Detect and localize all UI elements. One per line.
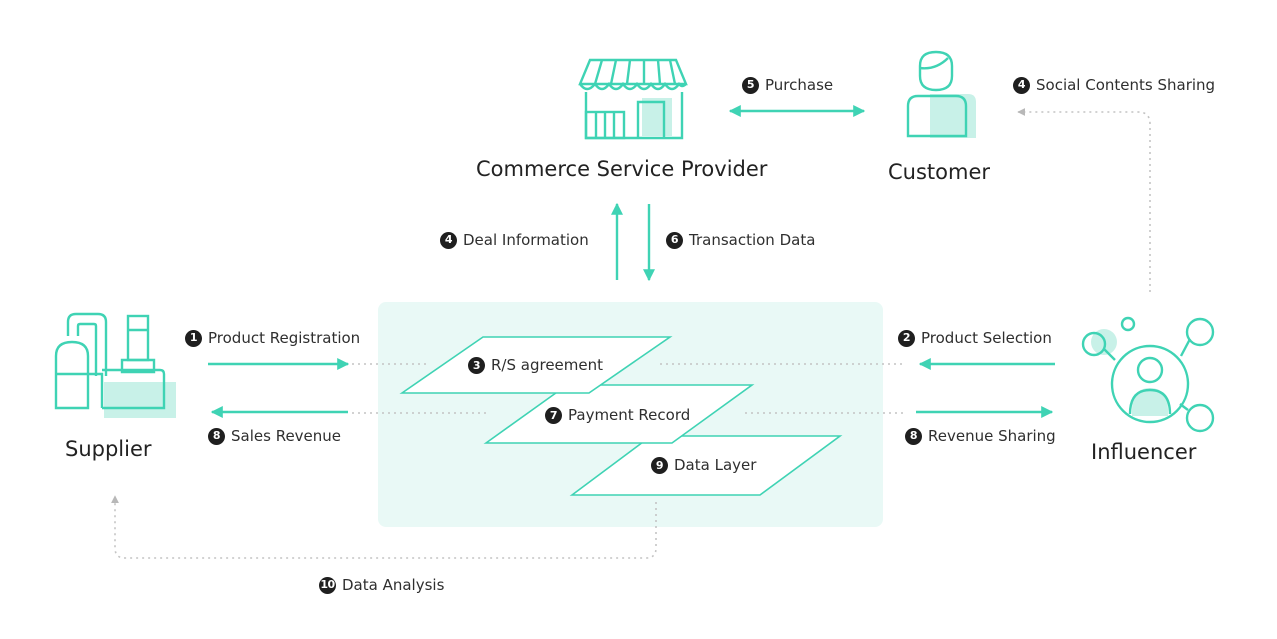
flow-label: Revenue Sharing xyxy=(928,427,1056,445)
flow-label: Product Selection xyxy=(921,329,1052,347)
rs-agreement-shape xyxy=(399,336,673,394)
step-badge: 4 xyxy=(440,231,457,249)
flow-label: Social Contents Sharing xyxy=(1036,76,1216,94)
step-badge: 2 xyxy=(898,329,915,347)
layer-label: R/S agreement xyxy=(491,356,604,374)
actor-influencer: Influencer xyxy=(1091,440,1197,464)
layer-payment-record: 7 Payment Record xyxy=(545,406,690,424)
actor-customer: Customer xyxy=(888,160,991,184)
step-badge: 1 xyxy=(185,329,202,347)
layer-data-layer: 9 Data Layer xyxy=(651,456,756,474)
layer-rs-agreement: 3 R/S agreement xyxy=(468,356,603,374)
step-badge: 7 xyxy=(545,406,562,424)
flow-product-selection: 2 Product Selection xyxy=(898,329,1052,347)
flow-social-contents-sharing: 4 Social Contents Sharing xyxy=(1013,76,1215,94)
network-person-icon xyxy=(1081,316,1215,433)
flow-deal-information: 4 Deal Information xyxy=(440,231,589,249)
storefront-icon xyxy=(578,58,688,140)
step-badge: 8 xyxy=(208,427,225,445)
flow-transaction-data: 6 Transaction Data xyxy=(666,231,815,249)
payment-record-shape xyxy=(483,384,755,444)
step-badge: 5 xyxy=(742,76,759,94)
dotted-guides xyxy=(111,108,1151,559)
step-badge: 3 xyxy=(468,356,485,374)
flow-sales-revenue: 8 Sales Revenue xyxy=(208,427,341,445)
flow-label: Purchase xyxy=(765,76,834,94)
step-badge: 4 xyxy=(1013,76,1030,94)
data-analysis-path xyxy=(111,495,657,559)
factory-icon xyxy=(54,312,176,418)
flow-label: Deal Information xyxy=(463,231,589,249)
layer-label: Data Layer xyxy=(674,456,757,474)
flow-label: Sales Revenue xyxy=(231,427,342,445)
flow-label: Product Registration xyxy=(208,329,361,347)
social-sharing-path xyxy=(1017,108,1151,292)
flow-revenue-sharing: 8 Revenue Sharing xyxy=(905,427,1056,445)
actor-supplier: Supplier xyxy=(65,437,152,461)
step-badge: 8 xyxy=(905,427,922,445)
step-badge: 9 xyxy=(651,456,668,474)
flow-label: Data Analysis xyxy=(342,576,445,594)
flow-product-registration: 1 Product Registration xyxy=(185,329,360,347)
step-badge: 6 xyxy=(666,231,683,249)
layer-label: Payment Record xyxy=(568,406,691,424)
person-icon xyxy=(906,50,976,138)
flow-data-analysis: 10 Data Analysis xyxy=(319,576,444,594)
step-badge: 10 xyxy=(319,576,336,594)
actor-commerce-service-provider: Commerce Service Provider xyxy=(476,157,768,181)
flow-purchase: 5 Purchase xyxy=(742,76,833,94)
flow-label: Transaction Data xyxy=(689,231,816,249)
data-layer-shape xyxy=(569,435,843,496)
